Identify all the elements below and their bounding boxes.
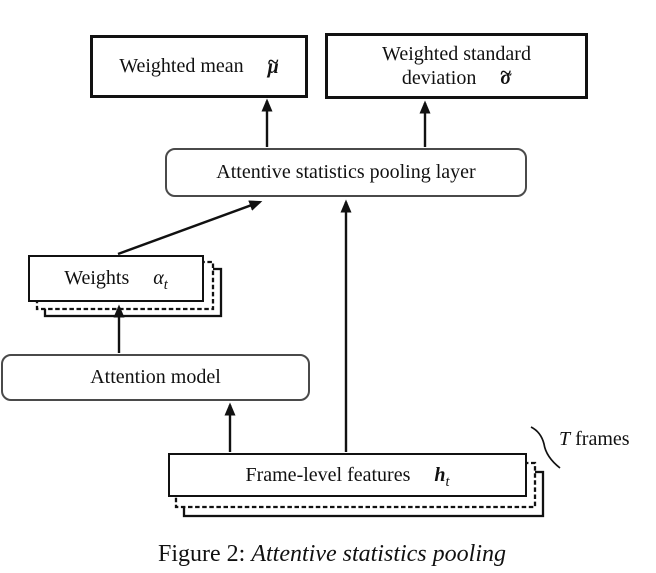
arrow-weights-to-pooling	[117, 200, 263, 256]
mu-glyph: μ	[267, 55, 279, 78]
t-frames-annotation: T frames	[559, 428, 630, 451]
figure-caption: Figure 2: Attentive statistics pooling	[136, 541, 528, 568]
weighted-std-label-line1: Weighted standard	[382, 42, 531, 65]
caption-prefix: Figure 2:	[158, 541, 252, 567]
node-pooling-layer: Attentive statistics pooling layer	[165, 148, 527, 197]
mu-tilde-symbol: ~μ	[267, 52, 279, 78]
tilde-mark: ~	[268, 50, 279, 73]
subscript-t: t	[163, 277, 168, 294]
node-weights: Weights αt	[28, 255, 204, 302]
t-variable: T	[559, 428, 571, 450]
weights-label: Weights	[64, 267, 130, 290]
tilde-mark: ~	[500, 62, 511, 85]
weighted-mean-label: Weighted mean	[119, 55, 244, 78]
deviation-text: deviation	[401, 67, 477, 89]
alpha-t-symbol: αt	[153, 266, 168, 294]
node-frame-level-features: Frame-level features ht	[168, 453, 527, 497]
frame-level-features-label: Frame-level features	[245, 463, 411, 486]
frames-text: frames	[570, 428, 630, 450]
caption-title: Attentive statistics pooling	[251, 541, 506, 567]
pooling-layer-label: Attentive statistics pooling layer	[216, 161, 476, 184]
sigma-glyph: σ	[500, 67, 512, 89]
h-glyph: h	[434, 463, 446, 486]
attention-model-label: Attention model	[90, 366, 221, 389]
h-t-symbol: ht	[434, 463, 450, 490]
sigma-tilde-symbol: ~σ	[500, 63, 512, 89]
weighted-std-label-line2: deviation ~σ	[401, 63, 512, 90]
t-frames-brace	[530, 426, 561, 469]
subscript-t: t	[445, 473, 450, 490]
node-weighted-mean: Weighted mean ~μ	[90, 35, 308, 98]
alpha-glyph: α	[153, 267, 164, 290]
node-attention-model: Attention model	[1, 354, 310, 401]
node-weighted-std: Weighted standard deviation ~σ	[325, 33, 588, 99]
